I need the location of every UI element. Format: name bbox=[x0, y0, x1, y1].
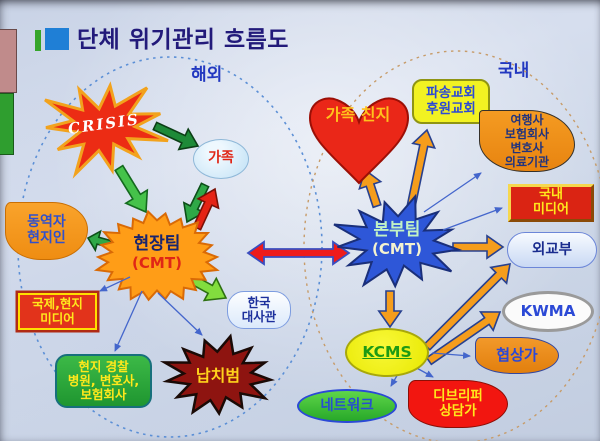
domestic-media-node: 국내 미디어 bbox=[508, 184, 594, 222]
edge-bar-green bbox=[0, 93, 14, 155]
page-title: 단체 위기관리 흐름도 bbox=[77, 27, 289, 53]
arrow-hq-team-to-support-orgs bbox=[423, 172, 482, 213]
arrow-crisis-to-family bbox=[152, 121, 200, 151]
kidnapper-starburst bbox=[159, 333, 276, 417]
field-team-label: 현장팀 (CMT) bbox=[132, 234, 182, 273]
arrow-hq-team-to-mofa bbox=[452, 234, 505, 260]
overseas-boundary-ellipse bbox=[17, 56, 323, 438]
arrow-kcms-to-negotiator bbox=[431, 351, 471, 359]
negotiator-node: 협상가 bbox=[475, 337, 559, 374]
crisis-starburst bbox=[44, 81, 169, 179]
family-relatives-heart bbox=[308, 97, 410, 185]
embassy-node: 한국 대사관 bbox=[227, 291, 291, 329]
bullet-green-bar-icon bbox=[35, 30, 41, 51]
intl-media-node: 국제,현지 미디어 bbox=[18, 293, 97, 330]
arrow-field-team-to-local-police bbox=[114, 290, 143, 352]
arrow-hq-team-to-kcms bbox=[377, 290, 403, 329]
arrow-field-team-to-family bbox=[192, 187, 220, 231]
network-node: 네트워크 bbox=[297, 389, 397, 423]
section-label-domestic: 국내 bbox=[498, 61, 530, 81]
arrow-field-team-hq-team-double bbox=[246, 240, 351, 266]
hq-team-starburst bbox=[333, 193, 463, 289]
mofa-node: 외교부 bbox=[507, 232, 597, 268]
arrow-hq-team-to-churches bbox=[406, 128, 437, 209]
family-relatives-label: 가족 친지 bbox=[325, 105, 391, 124]
arrow-crisis-to-field-team bbox=[114, 164, 149, 214]
arrow-kcms-to-kwma bbox=[425, 311, 502, 366]
bullet-blue-square-icon bbox=[45, 28, 69, 50]
family-node: 가족 bbox=[193, 139, 249, 179]
edge-bar-pink bbox=[0, 29, 17, 93]
coworker-node: 동역자 현지인 bbox=[5, 202, 88, 260]
arrow-hq-team-to-domestic-media bbox=[442, 207, 503, 231]
field-team-starburst bbox=[93, 209, 220, 302]
kwma-node: KWMA bbox=[502, 291, 594, 332]
hq-team-label: 본부팀 (CMT) bbox=[372, 220, 422, 259]
arrow-kcms-to-mofa bbox=[423, 263, 511, 351]
churches-node: 파송교회 후원교회 bbox=[412, 79, 490, 124]
arrow-field-team-to-intl-media bbox=[99, 276, 131, 292]
local-police-node: 현지 경찰 병원, 변호사, 보험회사 bbox=[55, 354, 152, 408]
kidnapper-label: 납치범 bbox=[195, 366, 241, 385]
support-orgs-node: 여행사 보험회사 변호사 의료기관 bbox=[479, 110, 575, 172]
kcms-node: KCMS bbox=[345, 328, 429, 377]
arrow-field-team-to-kidnapper bbox=[157, 292, 203, 336]
section-label-overseas: 해외 bbox=[191, 65, 223, 85]
debriefer-node: 디브리퍼 상담가 bbox=[408, 380, 508, 428]
